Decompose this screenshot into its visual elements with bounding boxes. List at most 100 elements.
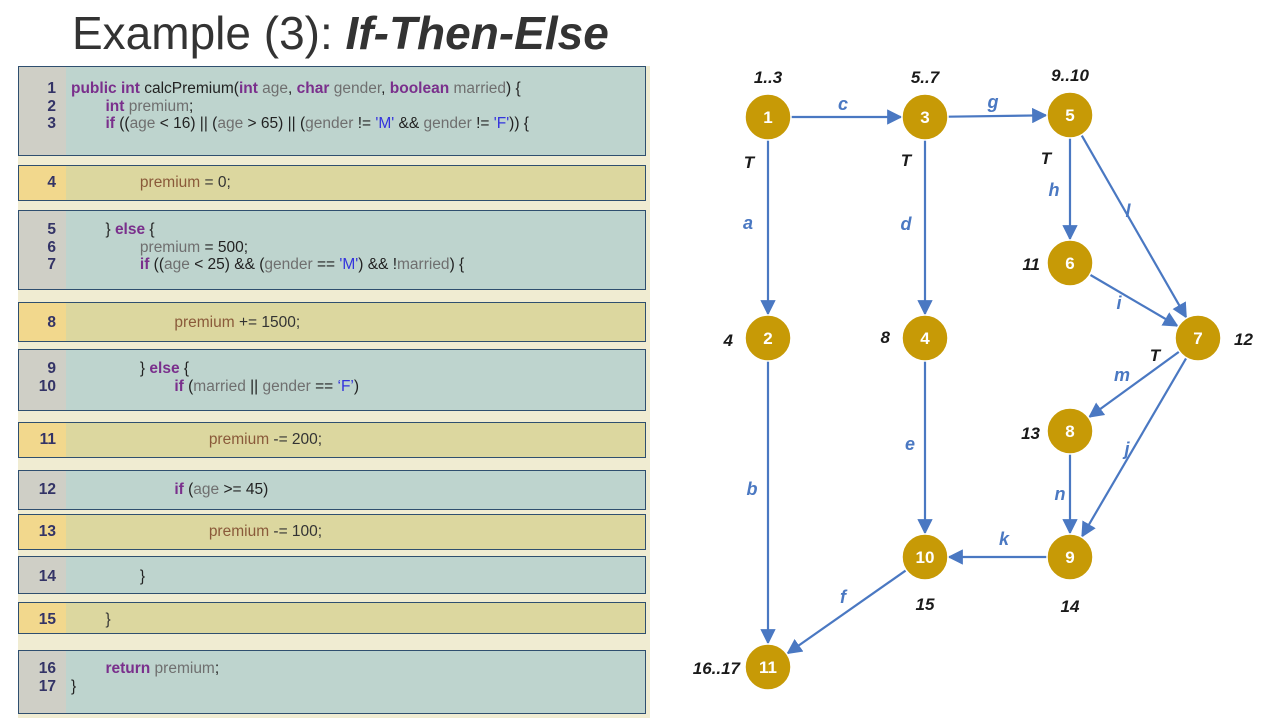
code-token: married	[449, 80, 507, 97]
line-number: 5	[47, 221, 56, 238]
code-token: < 25) && (	[189, 256, 265, 273]
code-token: ‘F’	[337, 377, 354, 395]
code-token: }	[71, 360, 150, 377]
code-token: age	[217, 115, 244, 132]
node-1: 1	[744, 93, 792, 141]
node-line-label: 15	[916, 595, 935, 614]
edge-f	[786, 569, 907, 655]
edge-label-g: g	[987, 92, 999, 112]
node-line-label: 9..10	[1051, 66, 1089, 85]
edge-label-c: c	[838, 94, 848, 114]
node-line-label: 14	[1061, 597, 1080, 616]
edge-label-k: k	[999, 529, 1010, 549]
code-token: gender	[264, 256, 313, 273]
node-id: 7	[1193, 329, 1202, 348]
code-token: &&	[394, 115, 424, 132]
code-token: age	[193, 481, 220, 498]
true-branch-label: T	[1150, 346, 1162, 365]
node-id: 9	[1065, 548, 1074, 567]
line-number: 14	[38, 568, 56, 585]
line-number: 12	[38, 481, 56, 498]
title-plain: Example (3):	[72, 7, 346, 59]
edge-label-a: a	[743, 213, 753, 233]
code-token: ) {	[506, 80, 521, 97]
node-line-label: 13	[1021, 424, 1040, 443]
node-id: 11	[759, 658, 777, 677]
code-lines: }	[71, 557, 645, 586]
line-number: 13	[38, 523, 56, 540]
node-circle	[744, 314, 792, 362]
code-line: premium -= 200;	[71, 431, 645, 449]
code-token: >= 45)	[219, 481, 269, 498]
code-lines: } else { premium = 500; if ((age < 25) &…	[71, 211, 645, 274]
node-5: 5	[1046, 91, 1094, 139]
code-token: (	[183, 481, 194, 498]
code-token: }	[71, 611, 111, 628]
code-token: int	[105, 97, 125, 115]
code-token: = 0;	[200, 174, 231, 191]
line-number: 1	[47, 80, 56, 97]
node-10: 10	[901, 533, 949, 581]
code-token: }	[71, 677, 77, 695]
line-number: 7	[47, 256, 56, 273]
code-line: premium -= 100;	[71, 523, 645, 541]
code-token: gender	[329, 80, 382, 97]
code-token: ||	[245, 377, 263, 395]
code-token: ) && !	[358, 256, 398, 273]
code-token: ) {	[449, 256, 465, 273]
node-line-label: 16..17	[693, 659, 742, 678]
code-token: gender	[423, 115, 472, 132]
code-block: 13 premium -= 100;	[18, 514, 646, 550]
node-id: 5	[1065, 106, 1074, 125]
code-lines: } else { if (married || gender == ‘F’)	[71, 350, 645, 395]
line-number: 10	[38, 377, 56, 395]
code-block: 4 premium = 0;	[18, 165, 646, 201]
node-id: 10	[916, 548, 935, 567]
edge-label-j: j	[1122, 439, 1130, 459]
code-token: age	[129, 115, 156, 132]
code-token: premium	[139, 174, 201, 191]
code-line: premium = 0;	[71, 174, 645, 192]
code-token: )	[353, 377, 360, 395]
code-line: int premium;	[71, 98, 645, 116]
code-line: premium += 1500;	[71, 314, 645, 332]
edge-label-e: e	[905, 434, 915, 454]
line-numbers: 11	[19, 423, 66, 457]
code-token: age	[257, 80, 289, 97]
code-line: } else {	[71, 221, 645, 239]
line-number: 11	[39, 431, 56, 448]
true-branch-label: T	[901, 151, 913, 170]
code-token: ,	[288, 80, 297, 97]
code-token: ,	[381, 80, 390, 97]
node-8: 8	[1046, 407, 1094, 455]
code-token: (	[183, 377, 194, 395]
node-circle	[1046, 533, 1094, 581]
code-line: if ((age < 16) || (age > 65) || (gender …	[71, 115, 645, 133]
node-7: 7	[1174, 314, 1222, 362]
code-token: char	[296, 80, 330, 97]
line-number: 3	[47, 115, 56, 132]
code-line: public int calcPremium(int age, char gen…	[71, 80, 645, 98]
node-circle	[901, 533, 949, 581]
line-number: 17	[38, 677, 56, 695]
code-token: !=	[353, 115, 376, 132]
code-lines: premium -= 100;	[71, 515, 645, 541]
code-token: if	[174, 377, 184, 395]
code-token: int	[238, 80, 258, 97]
code-token: += 1500;	[234, 314, 301, 331]
node-circle	[744, 643, 792, 691]
code-token: gender	[262, 377, 311, 395]
code-token: gender	[305, 115, 354, 132]
code-block: 12 if (age >= 45)	[18, 470, 646, 510]
line-number: 2	[47, 97, 56, 115]
code-token: ;	[189, 97, 194, 115]
node-id: 8	[1065, 422, 1074, 441]
